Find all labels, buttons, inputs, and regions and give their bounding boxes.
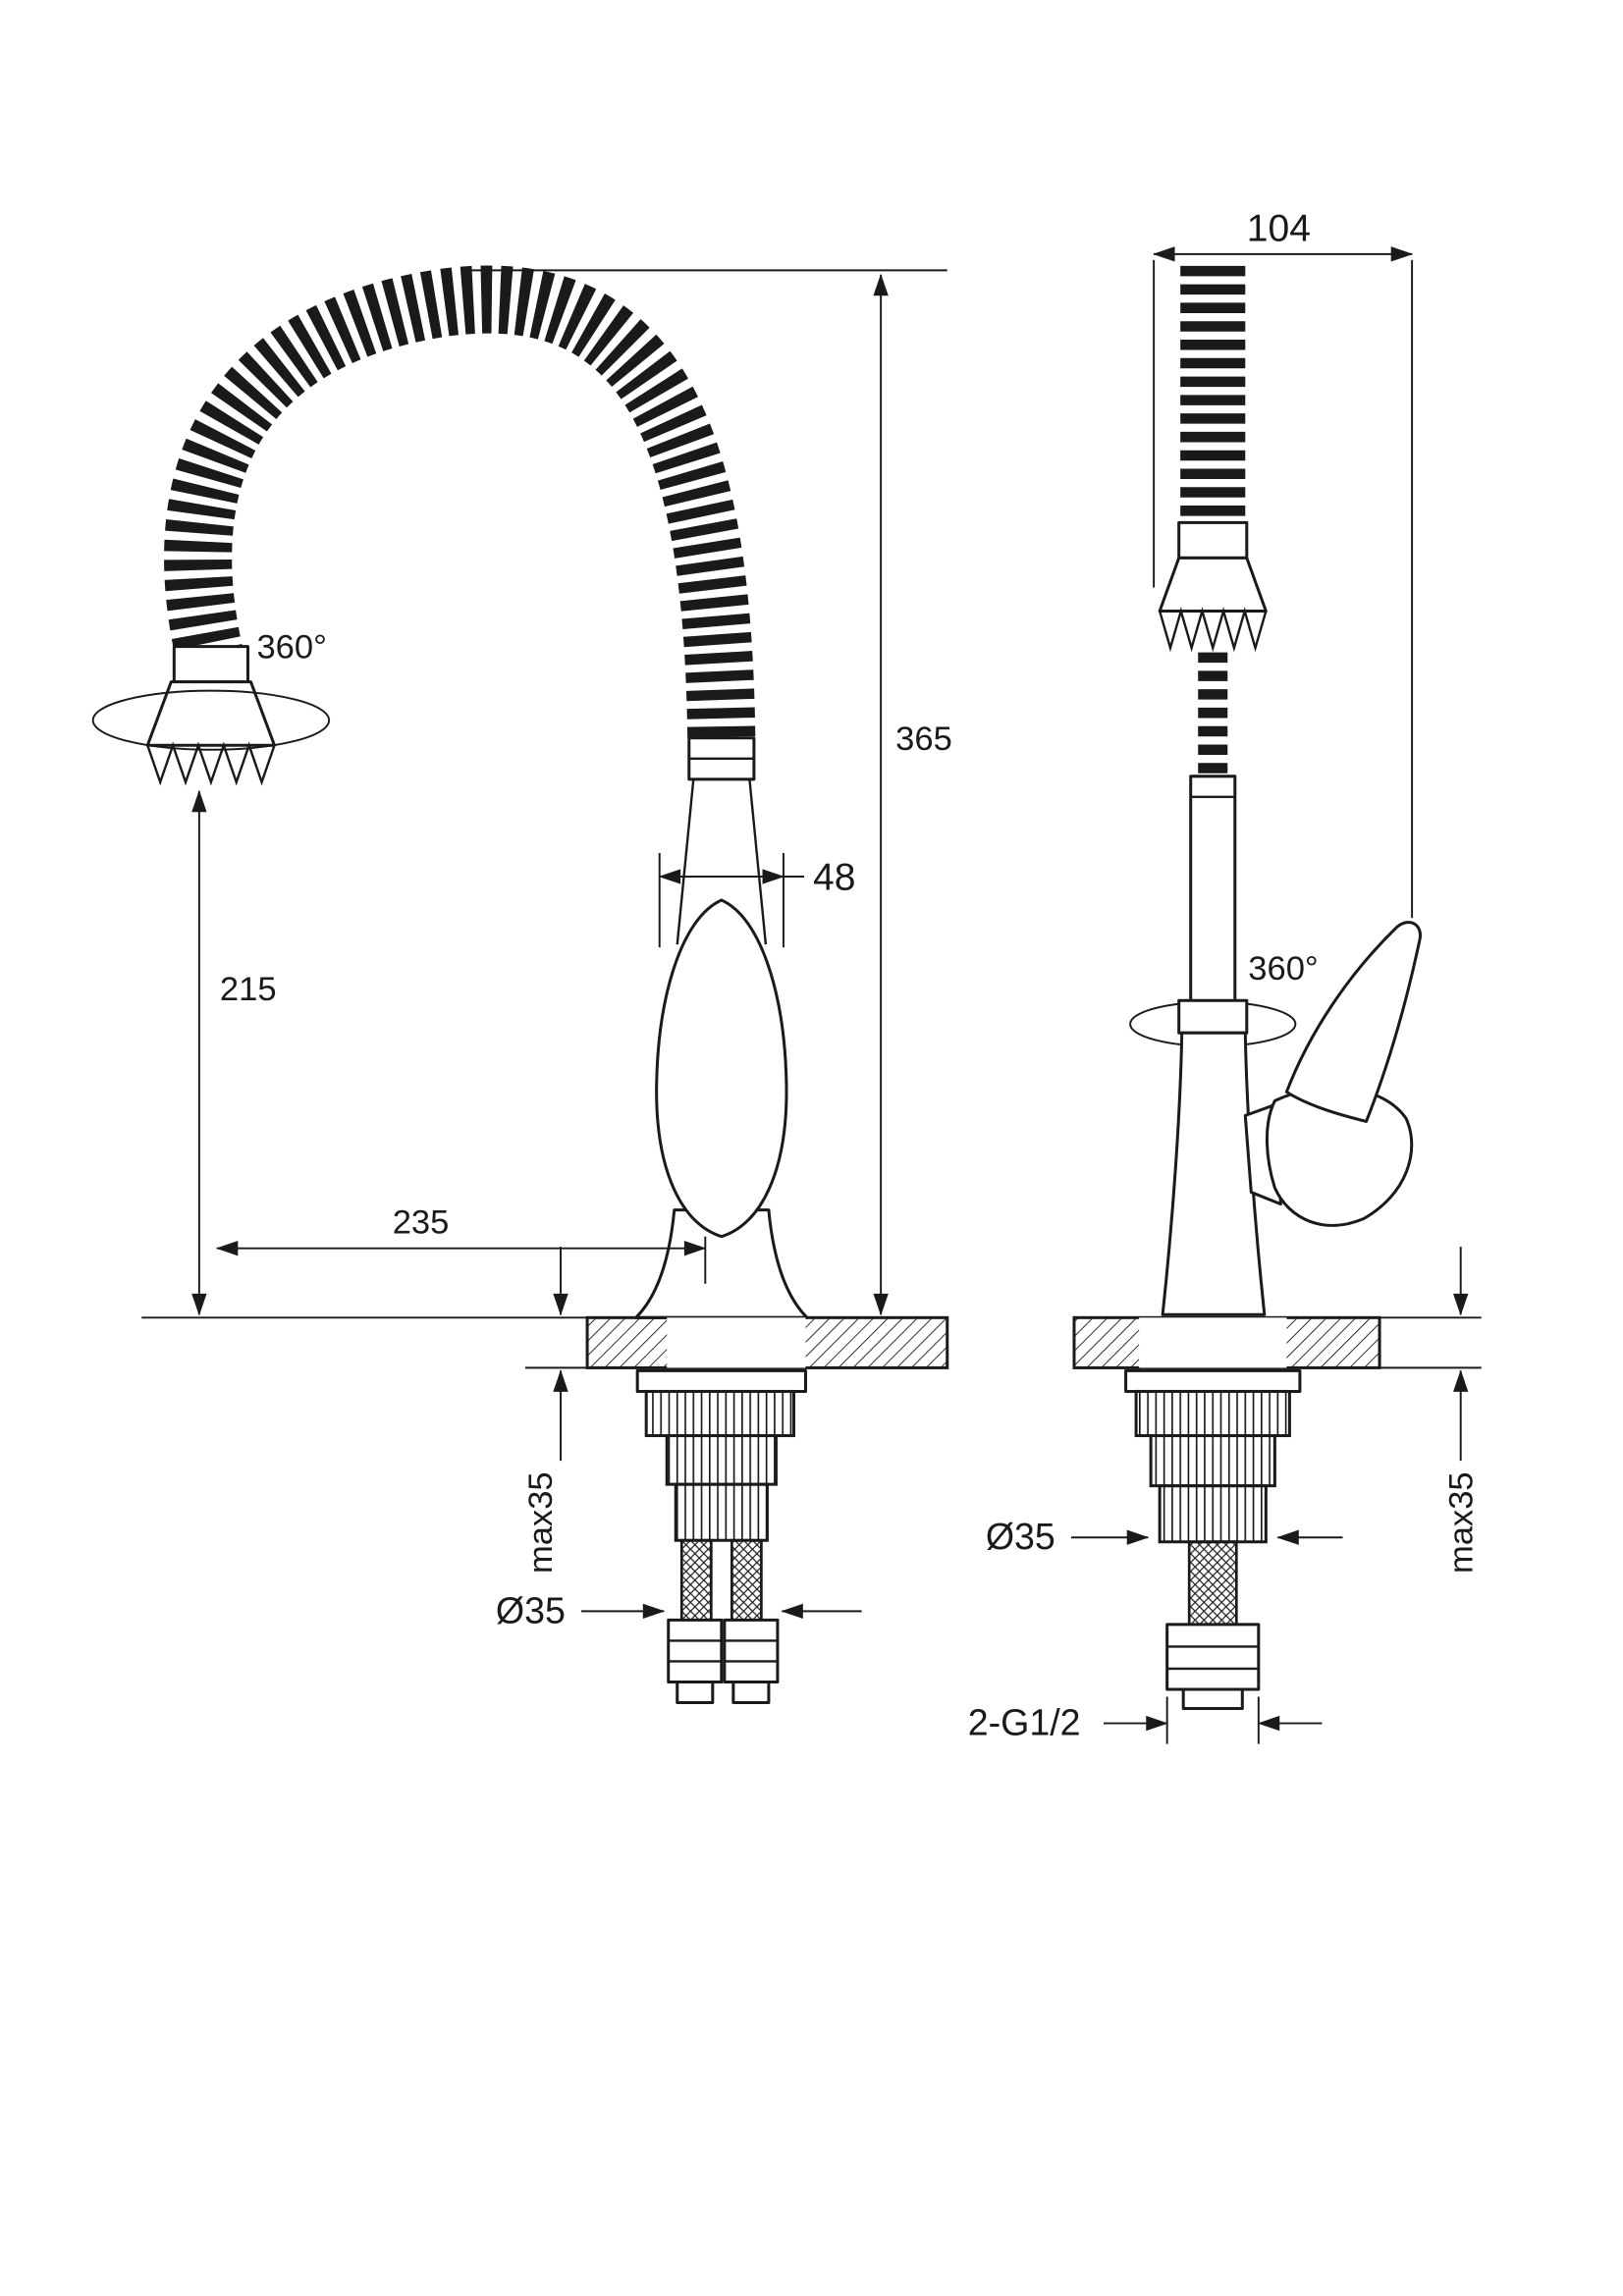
supply-hoses-side (667, 1538, 780, 1705)
hose-nut-front (1165, 1623, 1261, 1691)
dim-deck-thickness-side: max35 (522, 1247, 591, 1574)
locknut-ring-front (1134, 1389, 1291, 1438)
dim-total-height: 365 (465, 269, 952, 1316)
hose-nut-left (667, 1618, 724, 1683)
handle-lever-front (1284, 921, 1422, 1123)
spout-head-side (91, 645, 331, 786)
hose-stub-right (731, 1680, 771, 1705)
riser-pipe-rect (1189, 774, 1237, 1008)
hose-nut-right (723, 1618, 780, 1683)
connector-upper-side (665, 1434, 778, 1486)
dim-spout-height-label: 215 (220, 971, 277, 1008)
dim-hole-diameter-front-label: Ø35 (986, 1516, 1055, 1557)
dim-thread-spec: 2-G1/2 (968, 1696, 1323, 1744)
locknut-flange-front (1124, 1368, 1302, 1393)
lever-handle-front (1243, 921, 1422, 1227)
connector-lower-front (1158, 1484, 1268, 1544)
front-view: 104 360° (968, 207, 1482, 1744)
spout-head-flare-front (1158, 556, 1268, 614)
locknut-ring-side (644, 1389, 795, 1438)
spout-head-collar-side (172, 645, 249, 684)
dim-hole-diameter-front: Ø35 (986, 1516, 1343, 1557)
connector-lower-side (674, 1482, 769, 1542)
faucet-body-front (1161, 998, 1267, 1316)
swivel-ellipse-side (91, 689, 331, 751)
swivel-angle-label-front: 360° (1248, 950, 1318, 988)
dim-deck-thickness-front-label: max35 (1443, 1471, 1481, 1574)
hose-stub-front (1181, 1687, 1244, 1711)
dim-top-width-label: 104 (1247, 207, 1311, 249)
dim-total-height-label: 365 (895, 721, 952, 758)
connector-upper-front (1149, 1434, 1276, 1488)
dim-hole-diameter-side-label: Ø35 (496, 1589, 566, 1630)
body-handle-teardrop-side (655, 898, 788, 1239)
supply-hose-front (1165, 1540, 1261, 1711)
deck-hole-side (667, 1317, 806, 1368)
swivel-angle-label-side: 360° (256, 629, 326, 667)
riser-pipe-front (1189, 774, 1237, 1008)
dim-deck-thickness-front: max35 (1298, 1247, 1482, 1574)
dim-reach-label: 235 (393, 1204, 450, 1242)
spout-head-teeth-side (146, 741, 276, 786)
dim-deck-thickness-side-label: max35 (522, 1471, 560, 1574)
dim-body-width-label: 48 (813, 857, 855, 899)
side-view: 360° (91, 265, 952, 1705)
spout-head-front (1158, 520, 1268, 653)
locknut-front (1124, 1368, 1302, 1544)
neck-right-edge-side (748, 778, 768, 945)
dim-reach: 235 (215, 1204, 707, 1284)
neck-left-edge-side (676, 778, 695, 945)
dim-top-width: 104 (1153, 207, 1414, 919)
locknut-side (635, 1368, 807, 1542)
locknut-flange-side (635, 1368, 807, 1393)
dim-body-width: 48 (658, 852, 855, 948)
faucet-neck-side (676, 736, 768, 945)
mounting-deck-front (1072, 1315, 1381, 1369)
spout-head-collar-front (1177, 520, 1249, 560)
spout-head-teeth-front (1158, 607, 1268, 653)
dim-hole-diameter-side: Ø35 (496, 1589, 862, 1630)
mounting-deck-side (585, 1315, 949, 1369)
body-collar-front (1177, 998, 1249, 1035)
dim-spout-height: 215 (141, 789, 588, 1319)
hose-stub-left (676, 1680, 715, 1705)
body-column-front (1161, 1031, 1267, 1316)
dim-thread-spec-label: 2-G1/2 (968, 1702, 1081, 1743)
supply-hose-left (679, 1538, 713, 1622)
flexible-hose-side (164, 265, 756, 746)
deck-hole-front (1139, 1317, 1287, 1368)
supply-hose-braid-front (1187, 1540, 1238, 1627)
supply-hose-right (730, 1538, 763, 1622)
